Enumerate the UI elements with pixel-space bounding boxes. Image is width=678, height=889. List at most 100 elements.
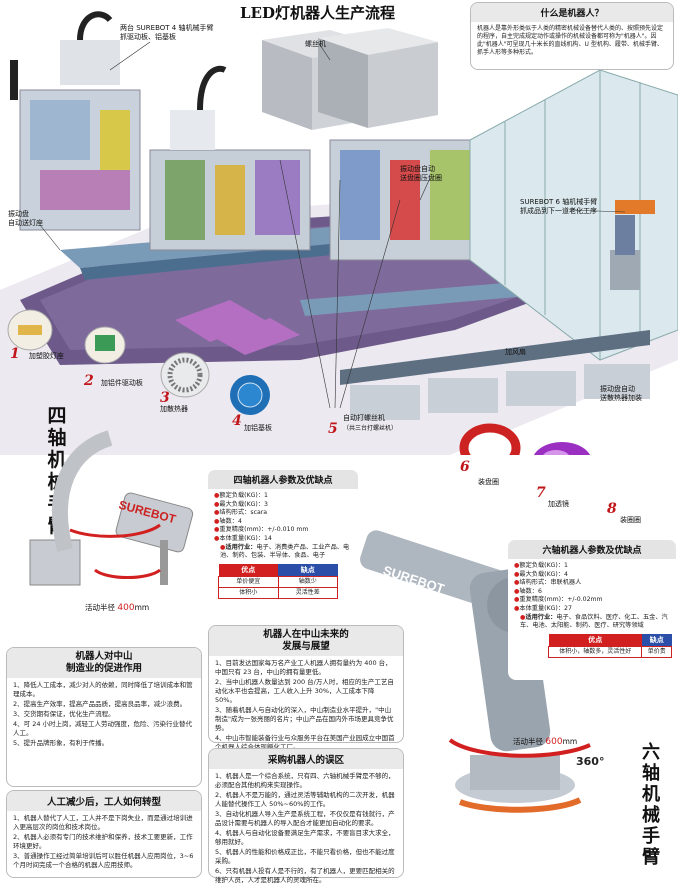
page-title: LED灯机器人生产流程 [240, 4, 395, 22]
four-axis-pros-cons-table: 优点缺点 单价便宜轴数少 体积小灵活性差 [218, 563, 338, 599]
cabinet-row [340, 330, 650, 420]
label-six-axis-line: SUREBOT 6 轴机械手臂 抓成品到下一道老化工序 [520, 198, 598, 215]
param-application: ●适用行业：电子、食品饮料、医疗、化工、五金、汽车、电池、太阳能、制药、医疗、研… [520, 613, 668, 630]
list-item: 6、只有机器人投有人是不行的，有了机器人，更要匹配相关的维护人员，人才是机器人的… [215, 867, 395, 884]
four-axis-radius: 活动半径 400mm [85, 603, 150, 613]
part-ring [459, 423, 521, 455]
machine-cluster-center [149, 149, 311, 251]
step-4-label: 加铝基板 [244, 424, 272, 432]
step-number: 8 [607, 501, 617, 517]
step-number: 4 [232, 413, 242, 429]
step-number: 6 [460, 459, 470, 475]
list-item: 5、提升品牌形象，有利于传播。 [13, 739, 109, 747]
future-heading: 机器人在中山未来的 发展与展望 [209, 626, 403, 656]
six-axis-robot-small [610, 200, 655, 290]
promotion-box: 机器人对中山 制造业的促进作用 1、降低人工成本，减少对人的依赖，同时降低了培训… [6, 647, 202, 787]
step-label: 加铝件驱动板 [100, 379, 143, 387]
step-5-sub: （共三台打螺丝机） [343, 425, 398, 432]
param-item: ●结构形式：串联机器人 [514, 579, 582, 587]
param-item: ●重复精度(mm)：+/-0.02mm [514, 596, 603, 604]
list-item: 4、中山市智能装备行业与众服务平台在美国产业园成立中国首个机器人综合体现孵化工厂… [215, 734, 395, 751]
what-is-robot-box: 什么是机器人？ 机器人是靠外形类似于人类的精密机械设备替代人类的、按照预先设定的… [470, 2, 674, 70]
label-vib-feeder: 振动盘自动 送盘圈压盘圈 [400, 165, 442, 182]
label-screw-machine: 螺丝机 [305, 40, 326, 48]
list-item: 1、机器人是一个综合系统，只有四、六轴机械手臂是不够的，必须配合其他机构来实现操… [215, 772, 395, 789]
param-item: ●最大负载(KG)：4 [514, 570, 568, 578]
four-axis-params-heading: 四轴机器人参数及优缺点 [208, 470, 358, 489]
list-item: 2、机器人必须有专门的技术维护和保养，技术工要更新，工作环境更好。 [13, 833, 193, 850]
step-8: 8 [607, 498, 617, 517]
step-number: 1 [10, 346, 20, 362]
list-item: 1、目前发达国家每万名产业工人机器人拥有量约为 400 台，中国只有 23 台，… [215, 659, 392, 676]
step-6-label: 装盘圈 [478, 478, 499, 486]
step-number: 5 [328, 421, 338, 437]
step-5-label: 自动打螺丝机 [343, 414, 385, 422]
param-item: ●重复精度(mm)：+/-0.010 mm [214, 526, 309, 534]
list-item: 3、随着机器人与自动化的深入，中山制造业水平提升，"中山制造"成为一张亮丽的名片… [215, 706, 394, 732]
machine-cluster-left [19, 89, 141, 231]
screw-machines [262, 28, 438, 130]
step-7-label: 加透镜 [548, 500, 569, 508]
list-item: 5、机器人的性能和价格成正比，不能只看价格，但也不能过度采购。 [215, 848, 395, 865]
param-item: ●额定负载(KG)：1 [514, 562, 568, 569]
step-number: 2 [84, 373, 94, 389]
misconceptions-box: 采购机器人的误区 1、机器人是一个综合系统，只有四、六轴机械手臂是不够的，必须配… [208, 748, 404, 884]
param-item: ●本体重量(KG)：27 [514, 604, 572, 612]
label-fan-assembly: 加风扇 [505, 348, 526, 356]
step-7: 7 [536, 482, 546, 501]
param-item: ●本体重量(KG)：14 [214, 534, 272, 542]
transition-heading: 人工减少后，工人如何转型 [7, 791, 201, 811]
what-is-robot-text: 机器人是靠外形类似于人类的精密机械设备替代人类的、按照预先设定的程序，自主完成规… [477, 25, 664, 56]
list-item: 3、普通操作工经过简单培训后可以胜任机器人应用岗位，3~6 个月时间完成一个合格… [13, 852, 194, 869]
six-axis-params-heading: 六轴机器人参数及优缺点 [508, 540, 676, 559]
list-item: 4、可 24 小时上岗，减轻工人劳动强度，危险、污染行业替代人工。 [13, 720, 193, 737]
six-axis-robot-image [360, 530, 591, 813]
step-4: 4 [232, 410, 242, 429]
list-item: 2、当中山机器人数量达到 200 台/万人时，相应的生产工艺自动化水平也会提高，… [215, 678, 394, 704]
four-axis-params-box: 四轴机器人参数及优缺点 ●额定负载(KG)：1 ●最大负载(KG)：3 ●结构形… [208, 470, 358, 615]
step-number: 3 [160, 390, 170, 406]
step-3-label: 加散热器 [160, 405, 188, 413]
six-axis-vertical-title: 六 轴 机 械 手 臂 [642, 742, 660, 868]
step-5: 5 [328, 418, 338, 437]
step-6: 6 [460, 456, 470, 475]
part-heatsink [160, 352, 210, 398]
transition-box: 人工减少后，工人如何转型 1、机器人替代了人工，工人并不是下岗失业，而是通过培训… [6, 790, 202, 878]
six-axis-radius: 活动半径 600mm [513, 737, 578, 747]
promotion-heading: 机器人对中山 制造业的促进作用 [7, 648, 201, 678]
production-line-illustration [0, 11, 678, 455]
what-is-robot-heading: 什么是机器人？ [471, 3, 673, 22]
list-item: 1、机器人替代了人工，工人并不是下岗失业，而是通过培训进入更高层次的岗位和技术岗… [13, 814, 193, 831]
four-axis-robot-image [29, 430, 194, 586]
six-axis-params-box: 六轴机器人参数及优缺点 ●额定负载(KG)：1 ●最大负载(KG)：4 ●结构形… [508, 540, 676, 680]
list-item: 2、提高生产效率，提高产品品质，提高良品率，减少浪费。 [13, 700, 187, 708]
part-lamp-holder [7, 309, 53, 351]
part-lens [533, 442, 591, 455]
six-axis-pros-cons-table: 优点缺点 体积小，轴数多，灵活性好单价贵 [547, 633, 672, 658]
step-8-label: 装圈圈 [620, 516, 641, 524]
scara-robots [10, 11, 227, 150]
step-1: 1 加塑胶灯座 [10, 343, 64, 362]
label-conveyor-right: 振动盘自动 送散热器加装 [600, 385, 642, 402]
param-item: ●轴数：4 [214, 517, 242, 525]
step-label: 加塑胶灯座 [28, 352, 64, 360]
list-item: 1、降低人工成本，减少对人的依赖，同时降低了培训成本和管理成本。 [13, 681, 193, 698]
param-item: ●最大负载(KG)：3 [214, 500, 268, 508]
step-2: 2 加铝件驱动板 [84, 370, 143, 389]
six-axis-rotation: 360° [576, 755, 605, 768]
future-box: 机器人在中山未来的 发展与展望 1、目前发达国家每万名产业工人机器人拥有量约为 … [208, 625, 404, 751]
label-scara-pair: 两台 SUREBOT 4 轴机械手臂 抓驱动板、铝基板 [120, 24, 214, 41]
misconceptions-heading: 采购机器人的误区 [209, 749, 403, 769]
list-item: 3、自动化机器人导入生产是系统工程，不仅仅是有钱就行，产品设计需要与机器人的导入… [215, 810, 395, 827]
param-item: ●轴数：6 [514, 587, 542, 595]
list-item: 3、交货期有保证，优化生产流程。 [13, 710, 115, 718]
part-aluminum-board [230, 375, 270, 415]
param-application: ●适用行业：电子、消费类产品、工业产品、电池、制药、包装、半导体、食品、电子 [220, 543, 350, 560]
param-item: ●额定负载(KG)：1 [214, 492, 268, 499]
part-driver-board [84, 326, 126, 364]
step-number: 7 [536, 485, 546, 501]
label-auto-feed-left: 振动盘 自动送灯座 [8, 210, 43, 227]
list-item: 4、机器人与自动化设备要满足生产需求，不要盲目求大求全，够用就好。 [215, 829, 395, 846]
list-item: 2、机器人不是万能的，通过灵活等辅助机构的二次开发，机器人能替代操作工人 50%… [215, 791, 395, 808]
step-3: 3 [160, 387, 170, 406]
